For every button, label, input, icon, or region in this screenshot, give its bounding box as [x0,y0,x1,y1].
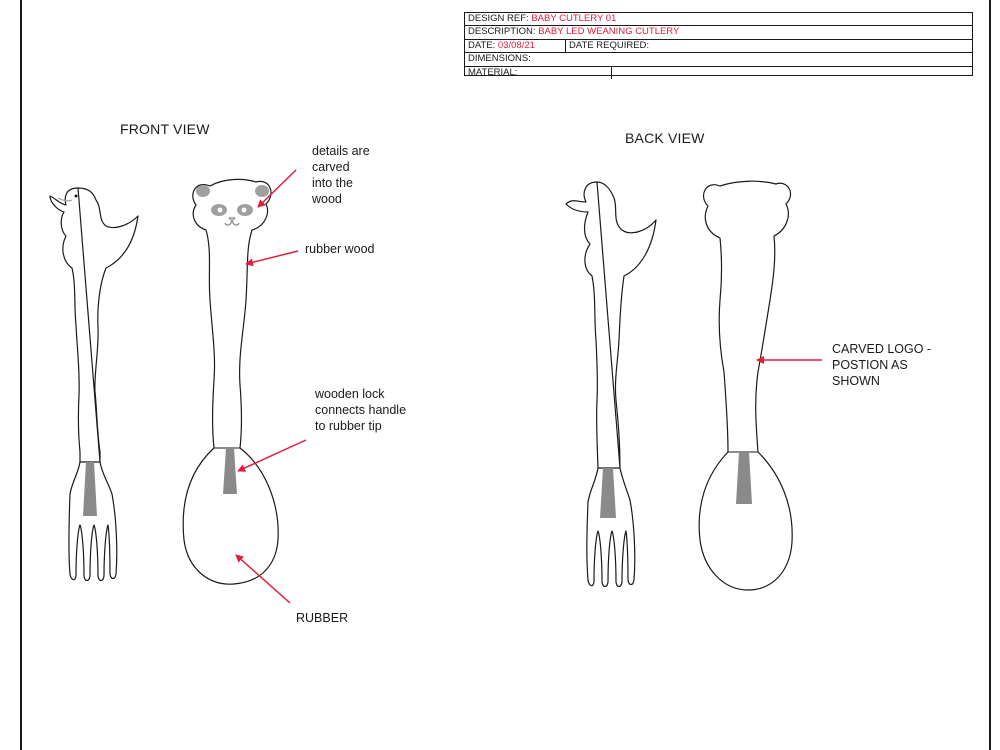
material-label: MATERIAL: [468,66,518,78]
panda-right-eye [241,207,247,213]
back-duck-fork-lock-insert [600,468,616,518]
arrow-rubber-wood [245,250,299,267]
panda-left-eye [217,207,223,213]
date-row: DATE: 03/08/21 DATE REQUIRED: [465,39,972,54]
arrow-details-carved [257,169,297,208]
dimensions-label: DIMENSIONS: [468,53,531,65]
panda-nose-mouth [224,217,240,226]
note-wooden-lock-line: wooden lock [315,387,385,401]
panda-left-ear-carving [196,185,210,197]
sheet-border-right [989,0,991,750]
panda-right-ear-carving [255,185,269,197]
description-label: DESCRIPTION: [468,26,536,38]
back-view-title: BACK VIEW [625,130,705,146]
design-ref-label: DESIGN REF: [468,13,529,24]
back-bear-spoon-lock-insert [736,452,752,504]
note-details-carved: details are carved into the wood [312,143,370,207]
back-bear-spoon-outline [698,180,793,591]
date-divider [565,39,566,53]
design-ref-value: BABY CUTLERY 01 [531,13,617,24]
description-row: DESCRIPTION: BABY LED WEANING CUTLERY [465,26,972,40]
description-value: BABY LED WEANING CUTLERY [538,26,680,38]
note-details-carved-line: carved [312,160,350,174]
panda-spoon-lock-insert [223,448,237,494]
annotation-arrows [235,169,822,604]
arrow-wooden-lock [237,439,307,472]
duck-fork-tip-outline [68,461,118,582]
duck-wing-carving [57,197,73,202]
note-wooden-lock: wooden lock connects handle to rubber ti… [315,386,406,434]
panda-spoon-outline [182,178,279,585]
back-bear-spoon [698,180,793,591]
note-details-carved-line: into the [312,176,354,190]
note-rubber: RUBBER [296,611,349,625]
note-wooden-lock-line: connects handle [315,403,407,417]
note-carved-logo-line: POSTION AS [832,358,908,372]
back-duck-fork-handle-outline [565,181,657,469]
material-divider [611,66,612,79]
date-value: 03/08/21 [497,39,535,51]
material-row: MATERIAL: [465,66,972,79]
title-block: DESIGN REF: BABY CUTLERY 01 DESCRIPTION:… [464,12,973,79]
back-duck-fork-tip-outline [586,467,636,588]
note-carved-logo: CARVED LOGO - POSTION AS SHOWN [832,341,931,389]
note-rubber-wood: rubber wood [305,242,375,256]
front-view-title: FRONT VIEW [120,121,210,137]
date-label: DATE: [468,39,496,51]
arrow-rubber [235,554,291,604]
front-panda-spoon [182,178,279,585]
design-ref-row: DESIGN REF: BABY CUTLERY 01 [465,13,972,27]
back-duck-fork [565,181,657,588]
dimensions-row: DIMENSIONS: [465,53,972,67]
date-required-label: DATE REQUIRED: [569,39,650,51]
note-wooden-lock-line: to rubber tip [315,419,382,433]
sheet-border-left [20,0,22,750]
front-duck-fork [49,187,139,582]
note-details-carved-line: details are [312,144,370,158]
duck-fork-handle-outline [49,187,139,463]
note-details-carved-line: wood [312,192,342,206]
duck-eye [74,194,78,198]
note-carved-logo-line: SHOWN [832,374,880,388]
note-carved-logo-line: CARVED LOGO - [832,342,932,356]
duck-fork-lock-insert [83,462,97,516]
